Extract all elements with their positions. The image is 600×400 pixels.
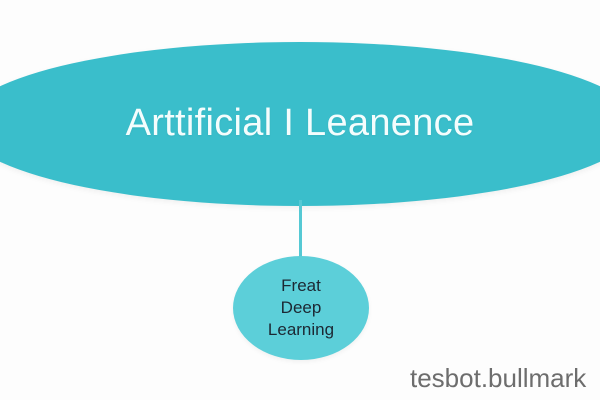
connector-line	[299, 200, 302, 262]
root-node-label: Arttificial I Leanence	[125, 101, 475, 144]
root-node-ellipse[interactable]: Arttificial I Leanence	[0, 42, 600, 206]
watermark-text: tesbot.bullmark	[410, 363, 587, 393]
child-node-label-line-1: Freat	[281, 276, 321, 295]
child-node-circle[interactable]: Freat Deep Learning	[233, 256, 369, 360]
child-node-label-line-2: Deep	[280, 298, 322, 317]
child-node-label-line-3: Learning	[267, 320, 335, 339]
